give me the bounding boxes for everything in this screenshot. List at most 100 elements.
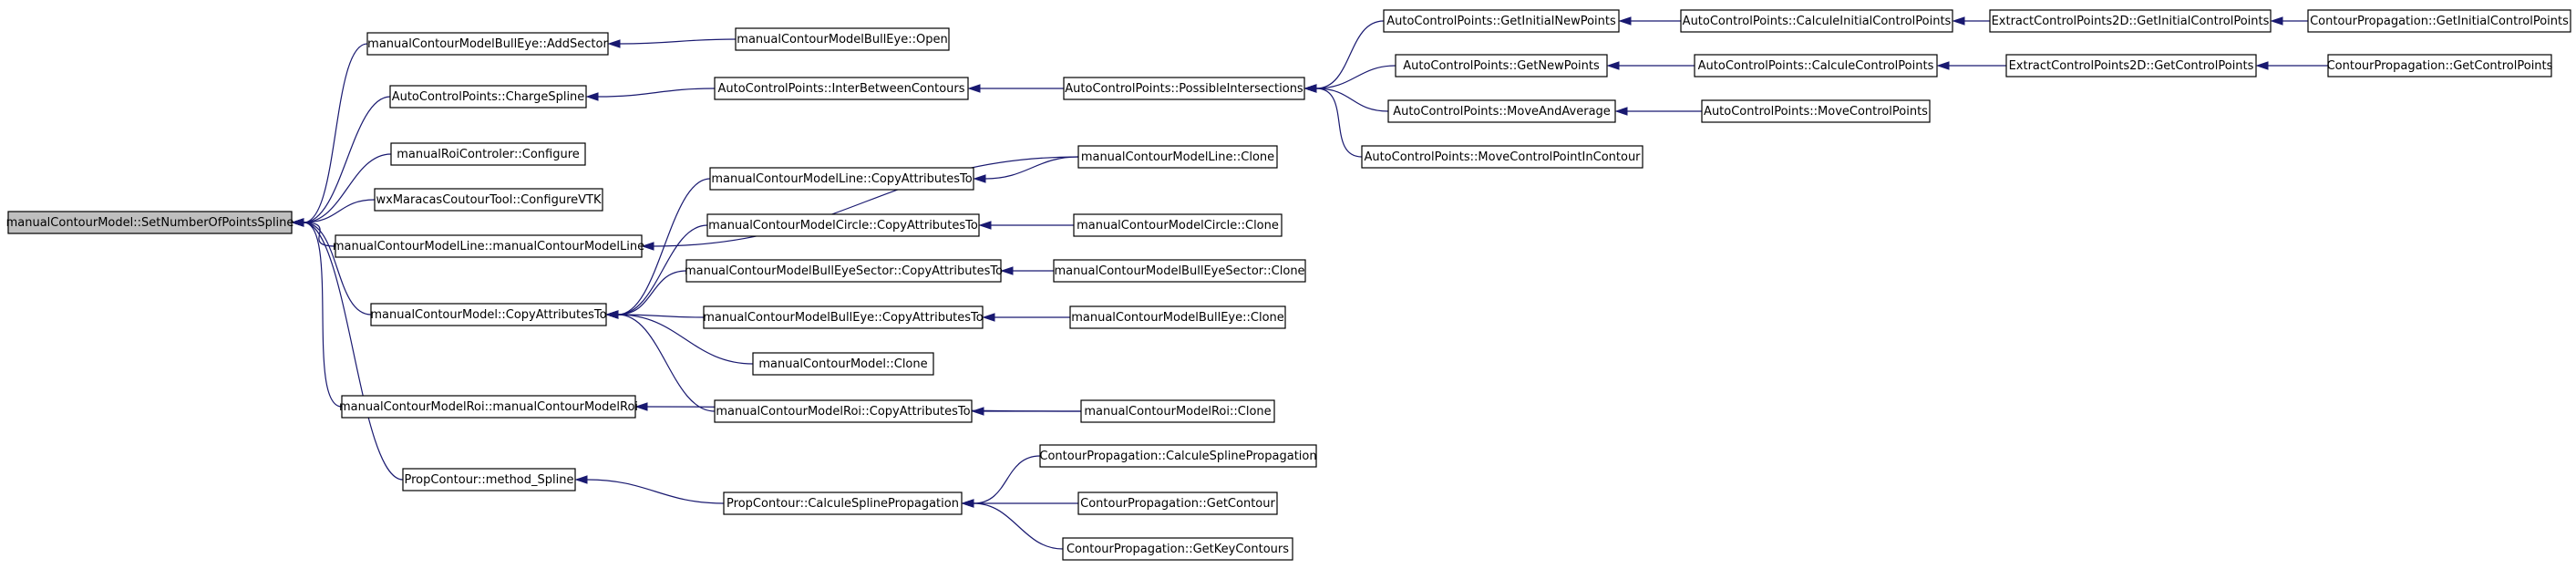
arrowhead-icon [967,84,981,93]
arrowhead-icon [634,402,648,411]
node-label: ExtractControlPoints2D::GetInitialContro… [1992,15,2270,28]
arrowhead-icon [2255,61,2269,70]
node-label: ExtractControlPoints2D::GetControlPoints [2009,59,2254,73]
node-roi-clone[interactable]: manualContourModelRoi::Clone [1080,399,1275,423]
node-label: manualContourModel::CopyAttributesTo [370,308,606,322]
arrowhead-icon [1936,61,1950,70]
node-cp-getkeycontours[interactable]: ContourPropagation::GetKeyContours [1062,537,1293,561]
node-acp-getnewpoints[interactable]: AutoControlPoints::GetNewPoints [1395,54,1608,78]
edge-acpMovePIC-to-acpPoss [1315,88,1363,158]
node-label: manualContourModelCircle::CopyAttributes… [708,219,978,233]
node-acp-moveandaverage[interactable]: AutoControlPoints::MoveAndAverage [1387,99,1616,123]
node-label: manualContourModelBullEye::Clone [1071,311,1284,325]
node-label: AutoControlPoints::CalculeInitialControl… [1683,15,1952,28]
node-label: manualContourModelLine::Clone [1081,150,1274,164]
node-line-clone[interactable]: manualContourModelLine::Clone [1077,145,1278,169]
node-label: AutoControlPoints::GetNewPoints [1403,59,1600,73]
node-label: ContourPropagation::CalculeSplinePropaga… [1039,450,1316,463]
node-label: manualContourModel::Clone [758,357,927,371]
node-bulleye-clone[interactable]: manualContourModelBullEye::Clone [1069,305,1286,329]
node-label: AutoControlPoints::MoveAndAverage [1393,105,1611,119]
node-label: manualContourModelRoi::Clone [1084,405,1271,419]
node-label: manualContourModelRoi::manualContourMode… [339,400,638,414]
arrowhead-icon [961,499,974,508]
arrowhead-icon [1952,16,1965,26]
node-ecp-getinitialcontrolpoints[interactable]: ExtractControlPoints2D::GetInitialContro… [1989,9,2272,33]
node-label: manualContourModelLine::CopyAttributesTo [711,172,972,186]
node-cp-getcontour[interactable]: ContourPropagation::GetContour [1077,491,1278,515]
node-label: manualRoiControler::Configure [397,148,580,161]
node-acp-calculecontrolpoints[interactable]: AutoControlPoints::CalculeControlPoints [1694,54,1938,78]
node-label: PropContour::CalculeSplinePropagation [726,497,959,511]
edge-cpGetKey-to-propCalc [973,502,1064,550]
arrowhead-icon [973,174,986,183]
node-bulleye-addsector[interactable]: manualContourModelBullEye::AddSector [366,32,609,56]
arrowhead-icon [1618,16,1632,26]
node-label: manualContourModelBullEyeSector::Clone [1054,264,1304,278]
node-line-copyattributesto[interactable]: manualContourModelLine::CopyAttributesTo [709,167,974,191]
node-label: AutoControlPoints::PossibleIntersections [1065,82,1303,96]
node-contourmodel-copyattributesto[interactable]: manualContourModel::CopyAttributesTo [370,303,607,326]
node-root[interactable]: manualContourModel::SetNumberOfPointsSpl… [6,211,294,234]
node-bulleyesector-copyattributesto[interactable]: manualContourModelBullEyeSector::CopyAtt… [685,259,1003,283]
node-label: ContourPropagation::GetInitialControlPoi… [2310,15,2569,28]
node-label: manualContourModelRoi::CopyAttributesTo [716,405,970,419]
arrowhead-icon [585,92,599,101]
edge-roiConf-to-root [303,153,392,223]
node-bulleye-open[interactable]: manualContourModelBullEye::Open [735,27,950,51]
node-roi-constructor[interactable]: manualContourModelRoi::manualContourMode… [339,395,638,419]
edge-acpGetInit-to-acpPoss [1315,20,1385,89]
arrowhead-icon [1614,107,1628,116]
edge-bullOpen-to-bullAdd [619,38,737,45]
arrowhead-icon [1606,61,1620,70]
node-acp-interbetweencontours[interactable]: AutoControlPoints::InterBetweenContours [714,77,969,100]
node-acp-chargespline[interactable]: AutoControlPoints::ChargeSpline [389,85,587,109]
node-roicontroler-configure[interactable]: manualRoiControler::Configure [390,142,586,166]
arrowhead-icon [291,218,304,227]
edge-mcmClone-to-mcmCopy [617,314,754,365]
edge-cpCalcSpline-to-propCalc [973,455,1041,504]
edge-wxConf-to-root [303,199,376,223]
node-propcontour-method-spline[interactable]: PropContour::method_Spline [402,468,576,491]
node-label: ContourPropagation::GetControlPoints [2327,59,2553,73]
edge-acpMoveAvg-to-acpPoss [1315,88,1389,112]
node-cp-getinitialcontrolpoints[interactable]: ContourPropagation::GetInitialControlPoi… [2307,9,2571,33]
node-cp-getcontrolpoints[interactable]: ContourPropagation::GetControlPoints [2327,54,2553,78]
node-roi-copyattributesto[interactable]: manualContourModelRoi::CopyAttributesTo [714,399,973,423]
node-contourmodel-clone[interactable]: manualContourModel::Clone [752,352,934,376]
node-bulleyesector-clone[interactable]: manualContourModelBullEyeSector::Clone [1053,259,1306,283]
edge-roiCtor-to-root [303,222,343,408]
edge-bsecCopy-to-mcmCopy [617,270,687,316]
node-acp-possibleintersections[interactable]: AutoControlPoints::PossibleIntersections [1063,77,1305,100]
node-propcontour-calculesplinepropagation[interactable]: PropContour::CalculeSplinePropagation [723,491,963,515]
node-label: manualContourModelBullEye::AddSector [367,37,608,51]
node-circle-clone[interactable]: manualContourModelCircle::Clone [1073,213,1283,237]
node-label: manualContourModel::SetNumberOfPointsSpl… [6,216,294,230]
node-cp-calculesplinepropagation[interactable]: ContourPropagation::CalculeSplinePropaga… [1039,444,1317,468]
node-acp-movecontrolpoints[interactable]: AutoControlPoints::MoveControlPoints [1701,99,1931,123]
node-label: AutoControlPoints::ChargeSpline [392,90,585,104]
node-ecp-getcontrolpoints[interactable]: ExtractControlPoints2D::GetControlPoints [2005,54,2257,78]
node-circle-copyattributesto[interactable]: manualContourModelCircle::CopyAttributes… [706,213,980,237]
edge-acpGetNew-to-acpPoss [1315,65,1396,89]
node-acp-getinitialnewpoints[interactable]: AutoControlPoints::GetInitialNewPoints [1383,9,1620,33]
arrowhead-icon [607,39,621,48]
node-label: wxMaracasCoutourTool::ConfigureVTK [376,193,602,207]
node-acp-movecontrolpointincontour[interactable]: AutoControlPoints::MoveControlPointInCon… [1361,145,1643,169]
edge-propMethod-to-root [303,222,404,481]
arrowhead-icon [978,221,992,230]
node-acp-calculeinitialcontrolpoints[interactable]: AutoControlPoints::CalculeInitialControl… [1680,9,1953,33]
node-label: AutoControlPoints::MoveControlPoints [1704,105,1928,119]
arrowhead-icon [641,242,654,251]
node-bulleye-copyattributesto[interactable]: manualContourModelBullEye::CopyAttribute… [703,305,984,329]
nodes-layer: manualContourModel::SetNumberOfPointsSpl… [6,9,2571,561]
edge-lineClone-to-lineCopy [984,156,1079,180]
node-wxmaracas-configurevtk[interactable]: wxMaracasCoutourTool::ConfigureVTK [374,188,603,212]
node-label: manualContourModelBullEyeSector::CopyAtt… [685,264,1003,278]
node-label: PropContour::method_Spline [405,473,574,487]
arrowhead-icon [1303,84,1317,93]
node-line-constructor[interactable]: manualContourModelLine::manualContourMod… [333,234,644,258]
edge-acpCharge-to-root [303,96,391,223]
edge-propCalc-to-propMethod [586,479,725,504]
